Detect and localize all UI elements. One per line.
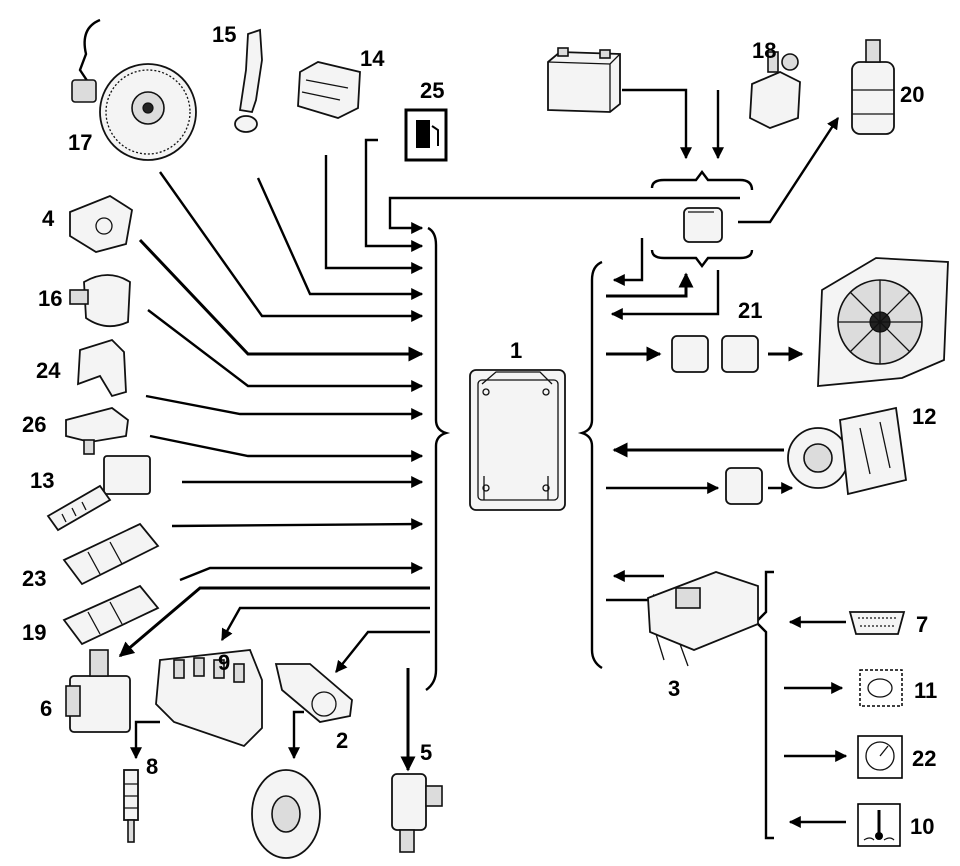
fuel-injector — [391, 773, 443, 853]
label-fuel-pump: 20 — [900, 82, 924, 107]
ac-compressor — [787, 406, 908, 496]
speedometer-icon — [857, 735, 903, 779]
manifold-sensor — [65, 407, 129, 455]
coil-valve — [274, 663, 353, 723]
label-diagnostic-connector: 7 — [916, 612, 928, 637]
label-lambda-sensor-front: 23 — [22, 566, 46, 591]
radiator-fan — [817, 257, 949, 387]
idle-disc — [251, 710, 321, 859]
label-cam-sensor: 24 — [36, 358, 61, 383]
input-wires — [138, 138, 740, 582]
label-injector: 5 — [420, 740, 432, 765]
label-accelerator-pedal: 15 — [212, 22, 236, 47]
label-lambda-sensor-rear: 19 — [22, 620, 46, 645]
ignition-coil — [65, 649, 131, 733]
label-warning-lamp: 11 — [914, 678, 937, 703]
label-fuel-gauge: 25 — [420, 78, 444, 103]
label-module: 3 — [668, 676, 680, 701]
lambda-sensor-front — [62, 522, 160, 586]
label-ignition-coil: 6 — [40, 696, 52, 721]
control-module — [647, 571, 759, 667]
ignition-coil-block — [155, 649, 263, 748]
ecu-input-brace — [425, 226, 451, 691]
fuel-pump-relay — [683, 207, 723, 243]
temp-sensor — [46, 455, 151, 532]
output-wires-left — [118, 586, 430, 772]
crank-sensor-flywheel — [71, 18, 197, 161]
label-throttle-sensor: 4 — [42, 206, 55, 231]
accelerator-pedal — [234, 28, 263, 133]
label-coil-valve: 2 — [336, 728, 348, 753]
fan-relays — [671, 335, 759, 373]
fuel-gauge-icon — [404, 108, 448, 162]
label-crank-sensor: 17 — [68, 130, 92, 155]
pressure-sensor — [297, 61, 361, 119]
knock-sensor — [69, 274, 131, 328]
fuel-pump — [851, 39, 895, 135]
label-ecu: 1 — [510, 338, 522, 363]
label-manifold-sensor: 26 — [22, 412, 46, 437]
label-spark-plug: 8 — [146, 754, 158, 779]
label-speedometer: 22 — [912, 746, 936, 771]
temperature-gauge-icon — [857, 803, 901, 847]
battery — [547, 47, 621, 113]
lambda-sensor-rear — [62, 584, 160, 646]
label-ignition-coil-block: 9 — [218, 650, 230, 675]
label-fan-relays: 21 — [738, 298, 762, 323]
ecu-output-brace — [577, 260, 603, 670]
compressor-relay — [725, 467, 763, 505]
throttle-sensor — [69, 194, 133, 253]
label-pressure-sensor: 14 — [360, 46, 385, 71]
output-wires-right — [606, 88, 848, 840]
ignition-switch — [749, 51, 801, 129]
label-ac-compressor: 12 — [912, 404, 936, 429]
diagnostic-connector-icon — [848, 611, 906, 635]
label-knock-sensor: 16 — [38, 286, 62, 311]
label-temp-sensor: 13 — [30, 468, 54, 493]
cam-sensor — [77, 338, 127, 398]
warning-lamp-icon — [859, 669, 903, 707]
label-temperature-gauge: 10 — [910, 814, 934, 839]
label-ignition-switch: 18 — [752, 38, 776, 63]
spark-plug — [123, 720, 160, 843]
ecu-unit — [469, 369, 566, 511]
